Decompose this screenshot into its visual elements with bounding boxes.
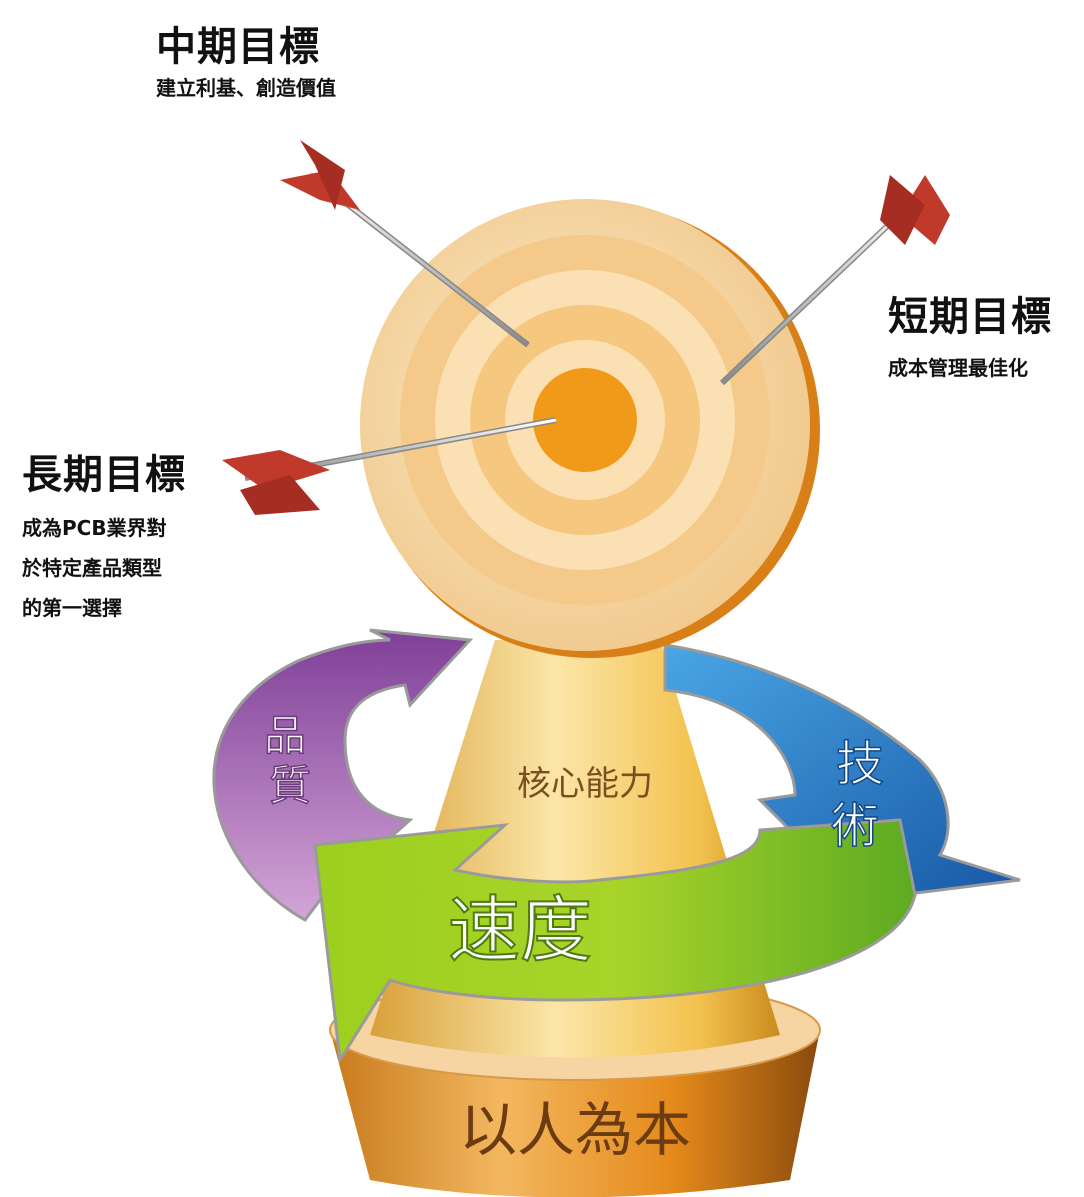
people-oriented-label: 以人為本 — [459, 1096, 691, 1164]
long-term-goal-desc-line-1: 成為PCB業界對 — [22, 516, 167, 540]
long-term-dart — [222, 417, 557, 515]
quality-arrow — [212, 628, 474, 922]
short-term-goal-desc: 成本管理最佳化 — [888, 356, 1028, 380]
speed-arrow — [313, 818, 917, 1065]
quality-label-char-2: 質 — [269, 761, 311, 810]
core-competence-label: 核心能力 — [517, 764, 653, 804]
technology-label-char-2: 術 — [831, 798, 879, 854]
long-term-goal-title: 長期目標 — [22, 452, 186, 498]
mid-term-dart — [280, 140, 530, 348]
quality-label-char-1: 品 — [264, 711, 306, 760]
short-term-goal-title: 短期目標 — [888, 294, 1052, 340]
long-term-goal-desc-line-2: 於特定產品類型 — [22, 556, 162, 580]
target-board — [360, 199, 820, 658]
speed-label: 速度 — [448, 888, 592, 972]
technology-label-char-1: 技 — [836, 736, 884, 792]
mid-term-goal-title: 中期目標 — [156, 24, 320, 70]
technology-arrow — [663, 643, 1021, 902]
mid-term-goal-desc: 建立利基、創造價值 — [156, 76, 336, 100]
short-term-dart — [719, 175, 950, 386]
long-term-goal-desc-line-3: 的第一選擇 — [22, 596, 122, 620]
